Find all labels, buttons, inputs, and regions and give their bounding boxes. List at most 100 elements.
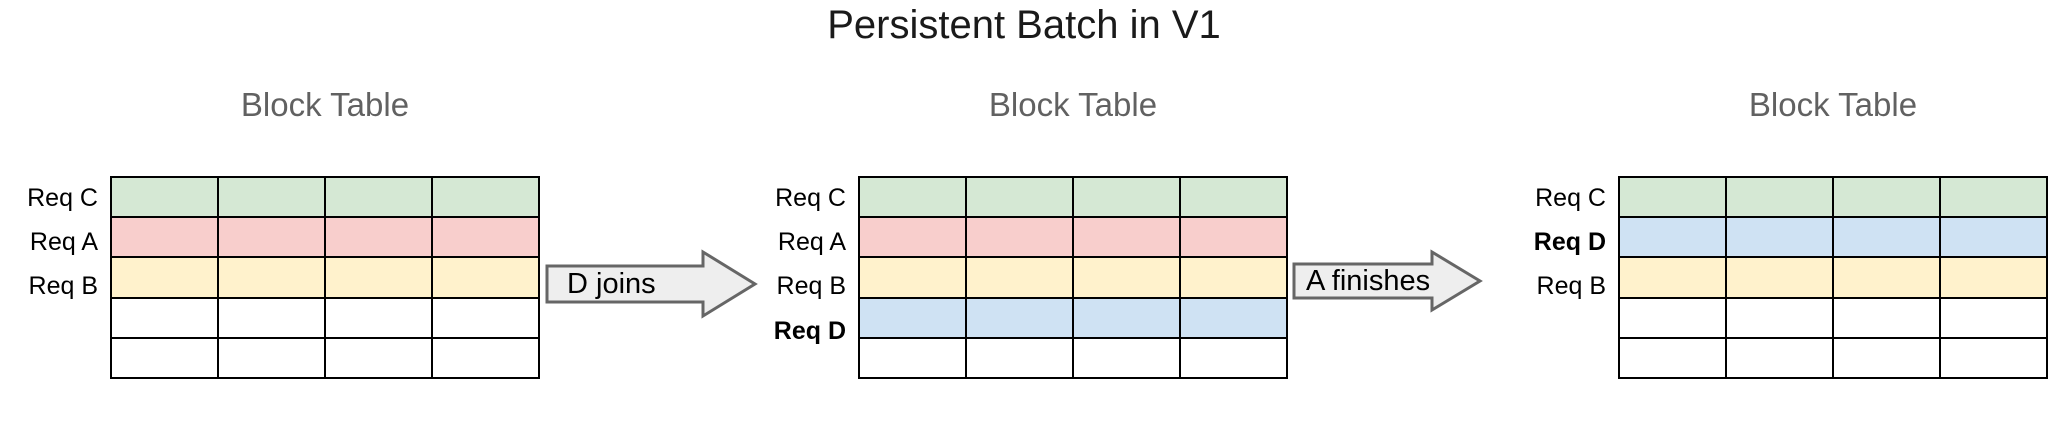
block-cell — [965, 296, 1074, 339]
row-label-empty — [1482, 353, 1618, 397]
block-cell — [431, 256, 540, 299]
block-cell — [965, 216, 1074, 259]
block-cell — [110, 336, 219, 379]
block-cell — [431, 216, 540, 259]
block-cell — [1832, 175, 1941, 219]
block-table-title: Block Table — [240, 86, 410, 123]
block-cell — [1939, 175, 2048, 219]
row-label-empty — [1482, 309, 1618, 353]
block-cell — [858, 336, 967, 379]
block-cell — [1179, 175, 1288, 219]
table-row — [1618, 296, 2048, 339]
block-cell — [858, 175, 967, 219]
row-label-column: Req C Req D Req B — [1482, 176, 1618, 397]
block-cell — [1725, 296, 1834, 339]
block-cell — [1072, 336, 1181, 379]
block-cell — [1832, 256, 1941, 299]
stage-after-a-finishes: Block Table Req C Req D Req B — [1482, 0, 2048, 421]
row-label-column: Req C Req A Req B — [0, 176, 110, 397]
block-table-title: Block Table — [1748, 86, 1918, 123]
block-cell — [1618, 175, 1727, 219]
block-cell — [1832, 216, 1941, 259]
block-cell — [1179, 296, 1288, 339]
block-cell — [1618, 296, 1727, 339]
block-cell — [1939, 216, 2048, 259]
table-row — [1618, 175, 2048, 219]
block-table-grid — [1618, 175, 2048, 379]
block-cell — [1618, 256, 1727, 299]
block-cell — [324, 175, 433, 219]
block-table-grid — [110, 175, 540, 379]
table-row — [858, 336, 1288, 379]
table-row — [110, 216, 540, 259]
block-cell — [217, 216, 326, 259]
block-cell — [1939, 296, 2048, 339]
table-row — [1618, 216, 2048, 259]
row-label-req-b: Req B — [1536, 272, 1606, 301]
table-row — [110, 336, 540, 379]
block-cell — [1725, 216, 1834, 259]
block-cell — [431, 336, 540, 379]
transition-arrow-a-finishes: A finishes — [1292, 249, 1483, 313]
block-cell — [858, 216, 967, 259]
block-cell — [1832, 296, 1941, 339]
block-cell — [1618, 336, 1727, 379]
block-cell — [324, 216, 433, 259]
block-cell — [217, 175, 326, 219]
block-cell — [965, 256, 1074, 299]
block-cell — [1179, 216, 1288, 259]
table-row — [110, 175, 540, 219]
block-cell — [1939, 336, 2048, 379]
block-cell — [1072, 216, 1181, 259]
block-cell — [1179, 336, 1288, 379]
row-label-req-c: Req C — [775, 184, 846, 212]
transition-arrow-d-joins: D joins — [545, 249, 758, 319]
table-row — [110, 256, 540, 299]
row-label-req-d: Req D — [1533, 228, 1606, 257]
block-table-title: Block Table — [988, 86, 1158, 123]
block-cell — [1179, 256, 1288, 299]
block-cell — [324, 296, 433, 339]
block-cell — [1832, 336, 1941, 379]
row-label-empty — [0, 309, 110, 353]
block-table-grid — [858, 175, 1288, 379]
block-cell — [965, 336, 1074, 379]
table-row — [858, 175, 1288, 219]
row-label-req-b: Req B — [28, 272, 98, 301]
table-row — [858, 256, 1288, 299]
table-row — [110, 296, 540, 339]
block-cell — [431, 175, 540, 219]
table-row — [1618, 256, 2048, 299]
row-label-req-c: Req C — [1535, 184, 1606, 212]
row-label-empty — [0, 353, 110, 397]
row-label-req-a: Req A — [777, 228, 846, 257]
row-label-empty — [757, 353, 858, 397]
block-cell — [110, 175, 219, 219]
block-cell — [858, 296, 967, 339]
block-cell — [217, 336, 326, 379]
block-cell — [324, 336, 433, 379]
block-cell — [1939, 256, 2048, 299]
block-cell — [431, 296, 540, 339]
table-row — [1618, 336, 2048, 379]
block-cell — [1072, 175, 1181, 219]
block-cell — [1725, 336, 1834, 379]
stage-after-d-joins: Block Table Req C Req A Req B Req D — [757, 0, 1314, 421]
table-row — [858, 216, 1288, 259]
block-cell — [1618, 216, 1727, 259]
block-cell — [324, 256, 433, 299]
row-label-req-d: Req D — [773, 316, 846, 345]
block-cell — [110, 216, 219, 259]
block-cell — [1072, 296, 1181, 339]
block-cell — [217, 296, 326, 339]
block-cell — [858, 256, 967, 299]
page-title: Persistent Batch in V1 — [827, 3, 1221, 47]
row-label-req-c: Req C — [27, 184, 98, 212]
stage-initial: Block Table Req C Req A Req B — [0, 0, 545, 421]
block-cell — [110, 296, 219, 339]
row-label-req-a: Req A — [29, 228, 98, 257]
row-label-req-b: Req B — [776, 272, 846, 301]
row-label-column: Req C Req A Req B Req D — [757, 176, 858, 397]
block-cell — [110, 256, 219, 299]
